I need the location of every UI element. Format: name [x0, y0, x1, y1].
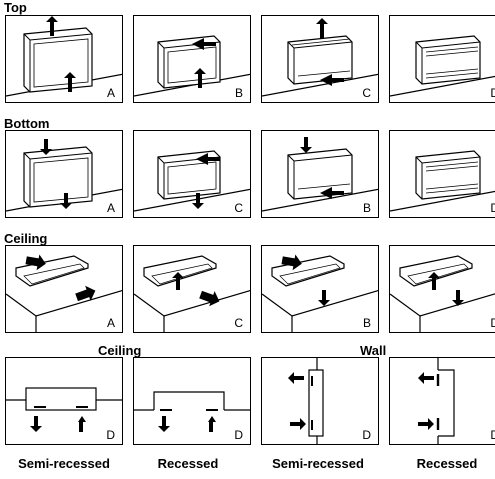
panel-label: A — [106, 316, 115, 330]
panel-top-a: A — [5, 15, 123, 103]
unit-illustration — [6, 139, 122, 212]
panel-label: C — [234, 316, 243, 330]
section-title-wall-recessed: Wall — [360, 343, 387, 358]
panel-label: A — [106, 201, 115, 215]
panel-wall-semi-recessed: D — [261, 357, 379, 445]
section-title-ceiling-recessed: Ceiling — [98, 343, 142, 358]
panel-label: B — [362, 316, 371, 330]
panel-label: C — [362, 86, 371, 100]
panel-label: D — [490, 87, 495, 99]
unit-illustration — [288, 358, 324, 444]
panel-bottom-b: B — [261, 130, 379, 218]
unit-illustration — [6, 16, 122, 97]
unit-illustration — [6, 387, 122, 432]
section-title-ceiling: Ceiling — [4, 231, 48, 246]
panel-label: D — [490, 429, 495, 441]
panel-label: D — [362, 428, 371, 442]
unit-illustration — [262, 137, 378, 212]
panel-ceiling-d: D — [389, 245, 495, 333]
panel-ceiling-semi-recessed: D — [5, 357, 123, 445]
panel-label: B — [234, 86, 243, 100]
panel-top-d: D — [389, 15, 495, 103]
panel-ceiling-recessed: D — [133, 357, 251, 445]
unit-illustration — [390, 255, 495, 332]
panel-label: A — [106, 86, 115, 100]
unit-illustration — [134, 150, 250, 212]
panel-ceiling-c: C — [133, 245, 251, 333]
caption-ceiling-semi-recessed: Semi-recessed — [18, 456, 110, 471]
caption-wall-semi-recessed: Semi-recessed — [272, 456, 364, 471]
caption-ceiling-recessed: Recessed — [157, 456, 219, 471]
unit-illustration — [418, 358, 455, 444]
unit-illustration — [134, 35, 250, 97]
panel-label: B — [362, 201, 371, 215]
panel-label: D — [106, 428, 115, 442]
panel-top-b: B — [133, 15, 251, 103]
panel-top-c: C — [261, 15, 379, 103]
panel-label: D — [490, 202, 495, 214]
panel-bottom-a: A — [5, 130, 123, 218]
panel-label: C — [234, 201, 243, 215]
panel-bottom-c: C — [133, 130, 251, 218]
panel-ceiling-b: B — [261, 245, 379, 333]
unit-illustration — [134, 391, 250, 432]
caption-wall-recessed: Recessed — [416, 456, 478, 471]
panel-wall-recessed: D — [389, 357, 495, 445]
unit-illustration — [134, 255, 250, 332]
panel-bottom-d: D — [389, 130, 495, 218]
unit-illustration — [390, 35, 495, 97]
unit-illustration — [262, 18, 378, 97]
unit-illustration — [390, 150, 495, 212]
section-title-top: Top — [4, 0, 27, 15]
panel-label: D — [490, 317, 495, 329]
unit-illustration — [6, 254, 122, 332]
panel-ceiling-a: A — [5, 245, 123, 333]
unit-illustration — [262, 254, 378, 332]
panel-label: D — [234, 428, 243, 442]
section-title-bottom: Bottom — [4, 116, 50, 131]
